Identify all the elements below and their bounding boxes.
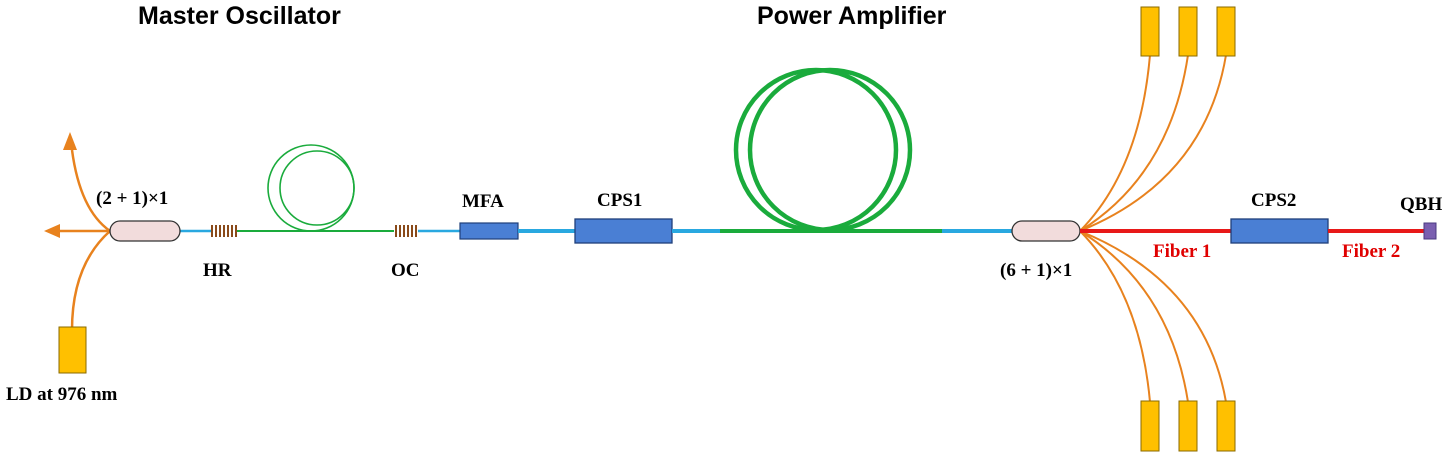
oc-grating [395,225,417,237]
pa-gain-fiber-coil [733,67,913,233]
pump-ld-top-1 [1140,6,1160,57]
arrow-head-up-icon [63,132,77,150]
pump-output-arrows [56,149,111,331]
master-oscillator-title: Master Oscillator [138,2,341,30]
pump-ld-bottom-1 [1140,400,1160,452]
ld-label: LD at 976 nm [6,384,118,405]
qbh-label: QBH [1400,194,1442,215]
pump-ld-top-3 [1216,6,1236,57]
mo-gain-fiber-coil [267,144,355,232]
cps1-component [574,218,673,244]
pump-ld-bottom-2 [1178,400,1198,452]
combiner-6plus1 [1011,220,1081,242]
pump-ld-top-2 [1178,6,1198,57]
oc-label: OC [391,260,420,281]
combiner-6plus1-label: (6 + 1)×1 [1000,260,1072,281]
pump-ld-bottom-3 [1216,400,1236,452]
cps2-label: CPS2 [1251,190,1296,211]
laser-diode-976 [58,326,87,374]
fiber-2-label: Fiber 2 [1342,241,1400,262]
arrow-head-left-icon [44,224,60,238]
qbh-connector [1423,222,1437,240]
fiber-1-label: Fiber 1 [1153,241,1211,262]
mfa-component [459,222,519,240]
cps1-label: CPS1 [597,190,642,211]
pa-pump-fibers [1079,54,1227,403]
mfa-label: MFA [462,191,504,212]
combiner-2plus1 [109,220,181,242]
power-amplifier-title: Power Amplifier [757,2,947,30]
combiner-2plus1-label: (2 + 1)×1 [96,188,168,209]
hr-label: HR [203,260,232,281]
hr-grating [211,225,237,237]
cps2-component [1230,218,1329,244]
